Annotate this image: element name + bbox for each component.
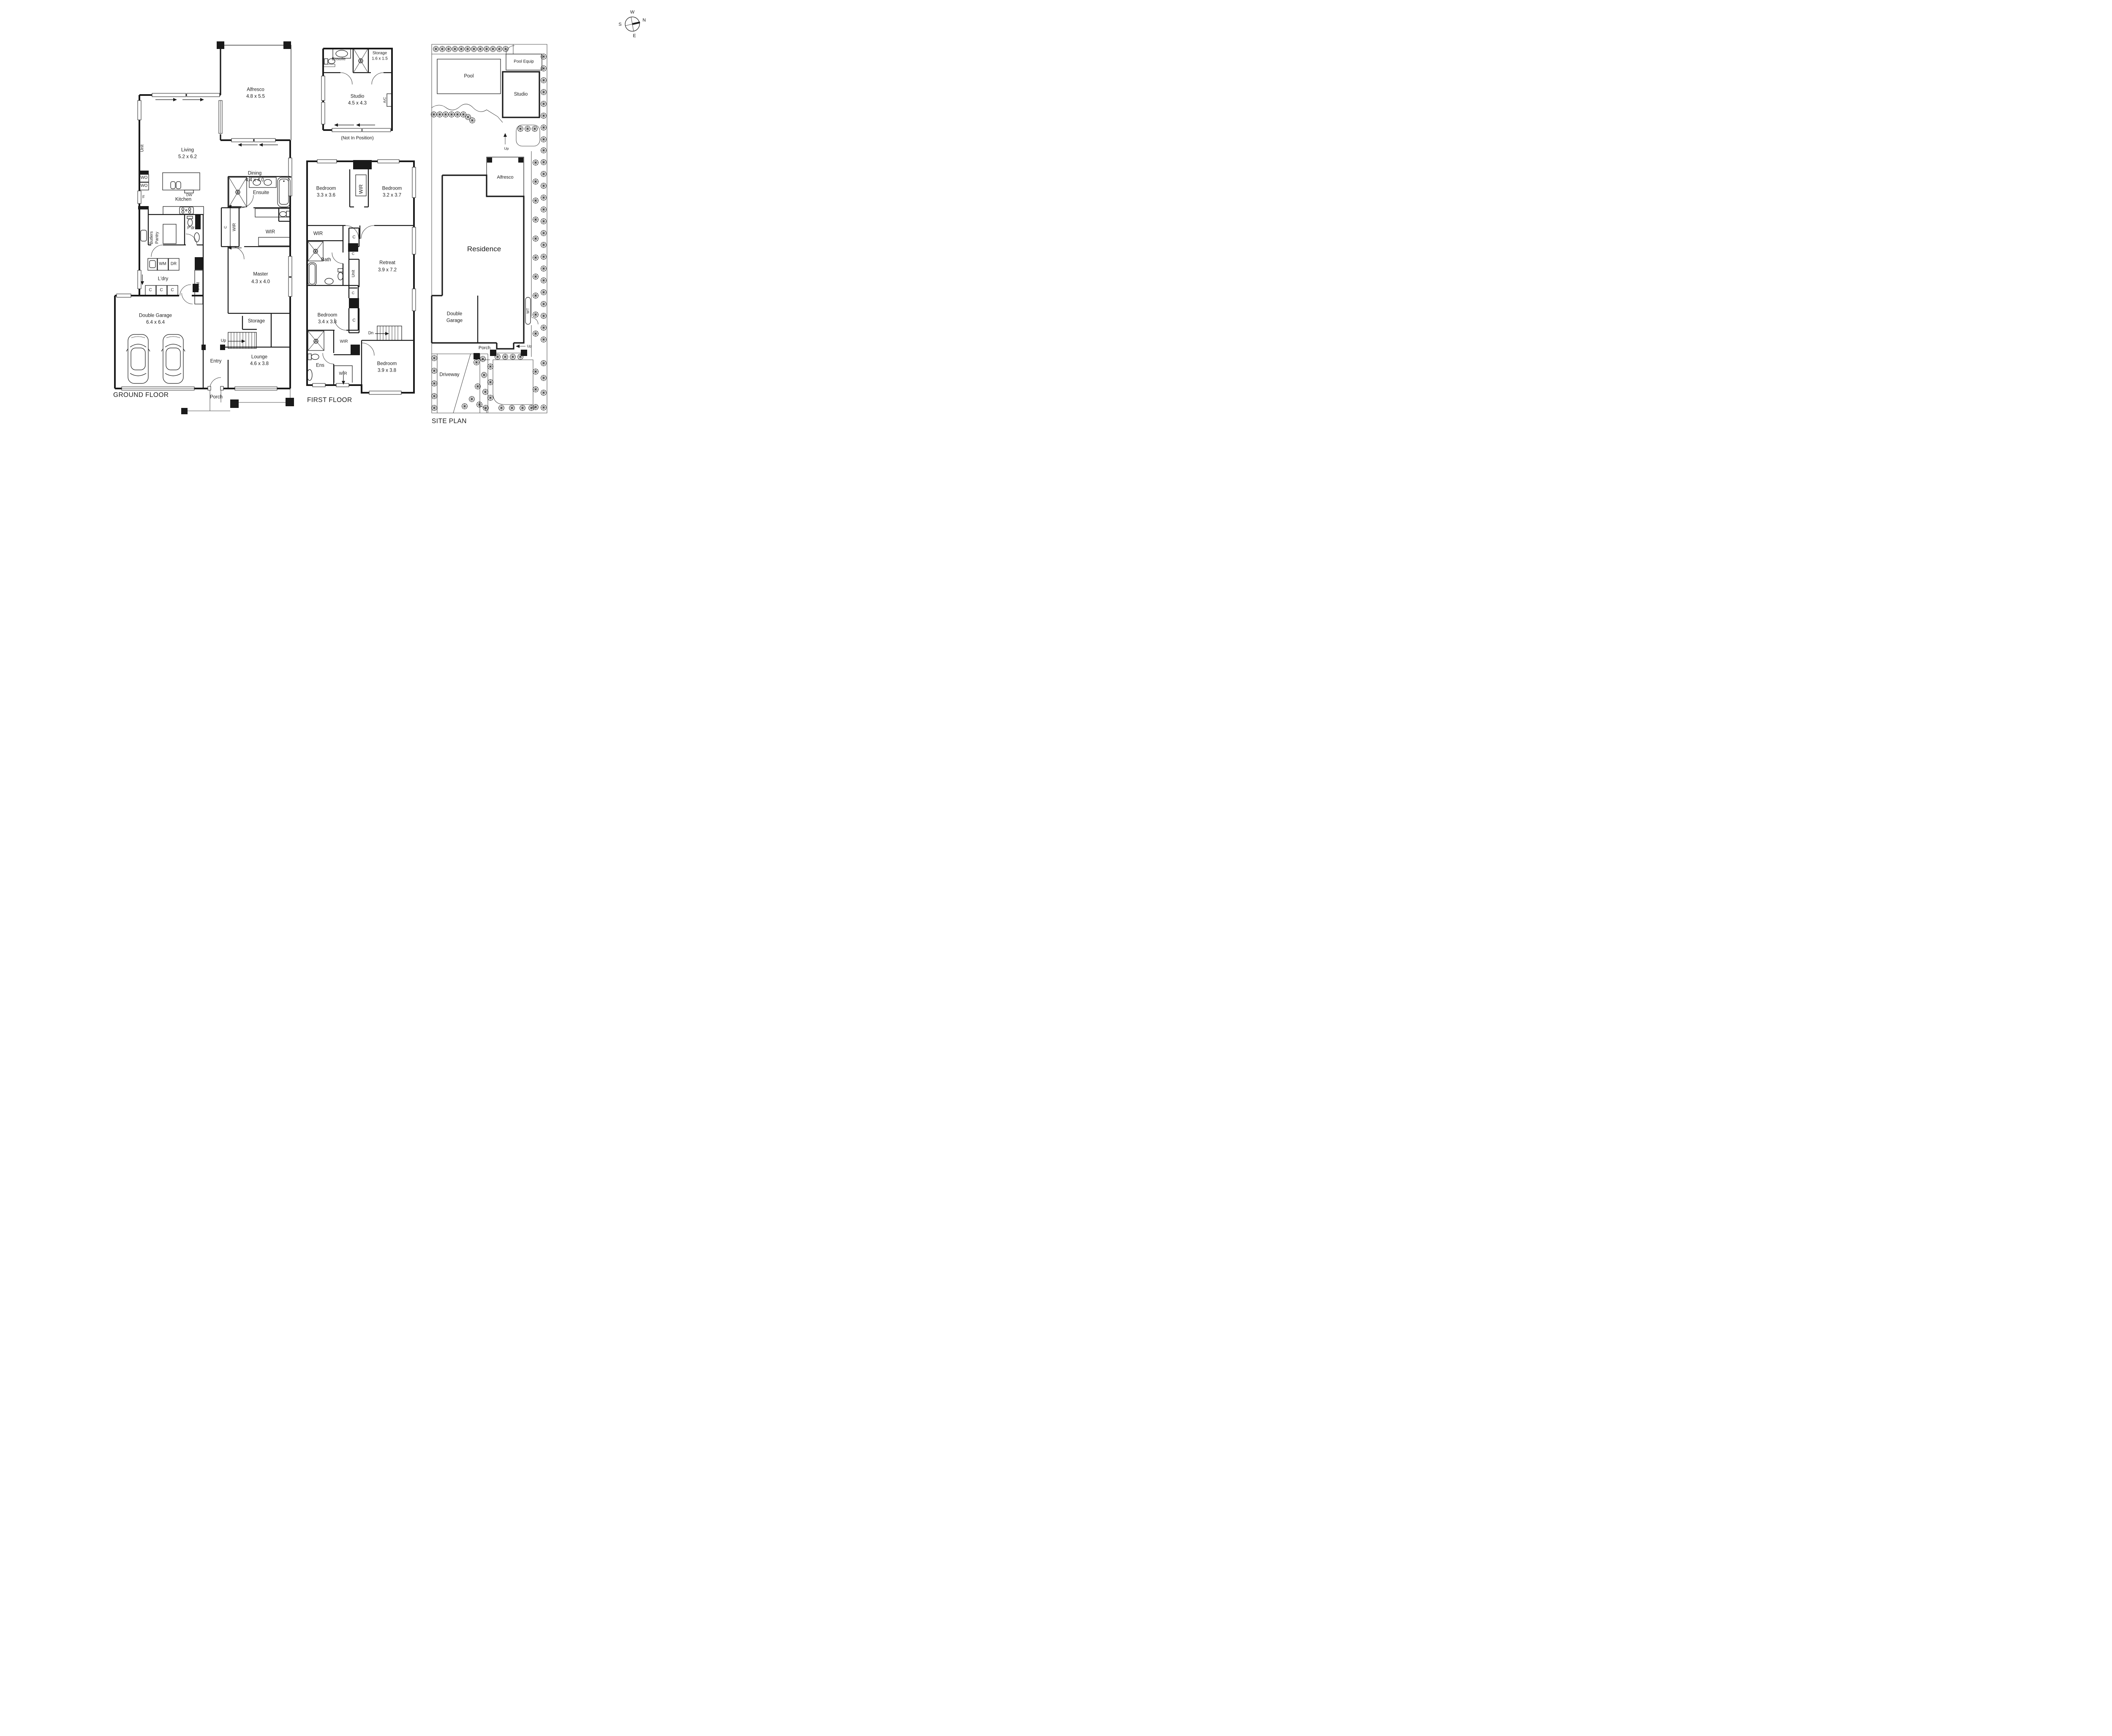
site-plan-graphics [431, 44, 547, 413]
room-label-studio-ensuite: Ensuite [332, 57, 346, 62]
fixture-label-dr: DR [170, 261, 177, 266]
ground-floor-plan [114, 41, 294, 414]
room-label-studio-storage: Storage [372, 51, 387, 56]
closet-label-wir-low: WIR [339, 371, 347, 376]
garden-plants [431, 46, 547, 411]
fixture-label-ff-unit: Unit [351, 270, 356, 277]
studio-plan [321, 48, 393, 132]
site-label-residence: Residence [467, 245, 501, 253]
closet-label-ff-c3: C [351, 291, 355, 295]
site-label-alfresco: Alfresco [497, 174, 514, 180]
closet-label-c3: C [171, 288, 174, 293]
fixture-label-fridge: F [142, 195, 145, 200]
compass-north: N [642, 17, 646, 23]
room-dims-bed4: 3.9 x 3.8 [377, 368, 397, 373]
room-label-storage-gf: Storage [248, 318, 265, 324]
site-label-garage2: Garage [446, 318, 463, 323]
closet-label-ff-c1: C [352, 235, 356, 240]
room-dims-dining: 4.4 x 4.0 [245, 177, 264, 183]
room-dims-alfresco: 4.8 x 5.5 [246, 94, 265, 99]
compass-west: W [630, 9, 635, 15]
room-dims-bed2: 3.2 x 3.7 [382, 193, 402, 198]
fixture-label-ac: A/C [382, 97, 387, 103]
room-dims-studio: 4.5 x 4.3 [348, 101, 367, 106]
site-label-up-rear: Up [504, 146, 509, 151]
compass-icon [625, 16, 640, 32]
room-dims-studio-storage: 1.6 x 1.5 [372, 56, 388, 61]
fixture-label-seat: Seat [196, 282, 201, 291]
closet-label-wir-center: WIR [359, 184, 364, 194]
room-label-kitchen: Kitchen [175, 197, 192, 202]
room-label-dining: Dining [248, 171, 262, 176]
floorplan-page: W N S E Unit Living 5.2 x 6.2 Alfresco 4… [0, 0, 653, 462]
stairs-label-dn: Dn [368, 331, 374, 336]
room-label-unit: Unit [140, 144, 145, 152]
room-label-bed2: Bedroom [382, 186, 402, 191]
car-icon [161, 334, 185, 384]
room-label-bed3: Bedroom [317, 312, 337, 318]
room-dims-master: 4.3 x 4.0 [251, 279, 270, 285]
car-icon [126, 334, 150, 384]
section-title-first-floor: FIRST FLOOR [307, 396, 352, 404]
room-label-bath: Bath [321, 257, 331, 263]
site-label-garage1: Double [446, 311, 463, 317]
room-dims-garage: 6.4 x 6.4 [146, 320, 165, 325]
site-label-driveway: Driveway [439, 372, 460, 378]
compass-east: E [633, 33, 636, 38]
room-label-ens: Ens [316, 363, 324, 368]
room-label-lounge: Lounge [251, 354, 268, 360]
section-title-ground-floor: GROUND FLOOR [113, 391, 169, 399]
site-label-porch: Porch [478, 345, 491, 350]
first-floor-plan [306, 159, 416, 395]
floorplan-graphics [114, 16, 640, 414]
room-label-entry: Entry [210, 359, 222, 364]
closet-label-wir: WIR [232, 223, 237, 231]
closet-label-c2: C [160, 288, 163, 293]
room-label-garage: Double Garage [139, 313, 172, 318]
site-label-up-porch: Up [527, 344, 532, 348]
closet-label-ff-c4: C [352, 318, 356, 323]
fixture-label-dw: DW [186, 193, 193, 197]
room-label-porch-gf: Porch [210, 394, 223, 400]
stairs-label-up: Up [220, 338, 226, 343]
closet-label-c1: C [149, 288, 152, 293]
room-dims-retreat: 3.9 x 7.2 [378, 267, 397, 273]
fixture-label-wm: WM [159, 261, 166, 266]
room-label-studio: Studio [350, 94, 365, 99]
closet-label-ff-c2: C [351, 251, 355, 256]
room-label-pantry: Pantry [155, 231, 160, 244]
site-label-wt: WT [525, 308, 530, 314]
fixture-label-wo1: WO [140, 175, 148, 180]
room-label-alfresco: Alfresco [247, 87, 264, 92]
room-label-bed1: Bedroom [316, 186, 336, 191]
site-label-pool-equip: Pool Equip [514, 59, 534, 64]
note-not-in-position: (Not In Position) [341, 135, 374, 141]
site-label-studio: Studio [514, 92, 528, 97]
room-dims-lounge: 4.6 x 3.8 [250, 361, 269, 367]
closet-label-wir-left: WIR [313, 231, 323, 236]
closet-label-wir-up: WIR [340, 339, 348, 344]
room-dims-bed3: 3.4 x 3.8 [318, 319, 337, 325]
fixture-label-wo2: WO [140, 183, 148, 188]
room-label-ensuite-gf: Ensuite [253, 190, 269, 196]
room-dims-living: 5.2 x 6.2 [178, 154, 197, 160]
room-label-master: Master [253, 272, 268, 277]
closet-label-c: C [223, 225, 228, 229]
room-label-butlers: Butlers [149, 231, 154, 245]
room-label-ldry: L'dry [158, 276, 169, 282]
compass-south: S [618, 22, 622, 27]
room-label-retreat: Retreat [379, 260, 395, 266]
section-title-site-plan: SITE PLAN [432, 417, 467, 425]
room-label-bed4: Bedroom [377, 361, 397, 367]
room-dims-bed1: 3.3 x 3.6 [316, 193, 336, 198]
room-label-pdr: P'dr [187, 225, 195, 231]
room-label-living: Living [181, 147, 194, 153]
room-label-wir-master: WIR [265, 229, 275, 235]
site-label-pool: Pool [464, 73, 474, 79]
